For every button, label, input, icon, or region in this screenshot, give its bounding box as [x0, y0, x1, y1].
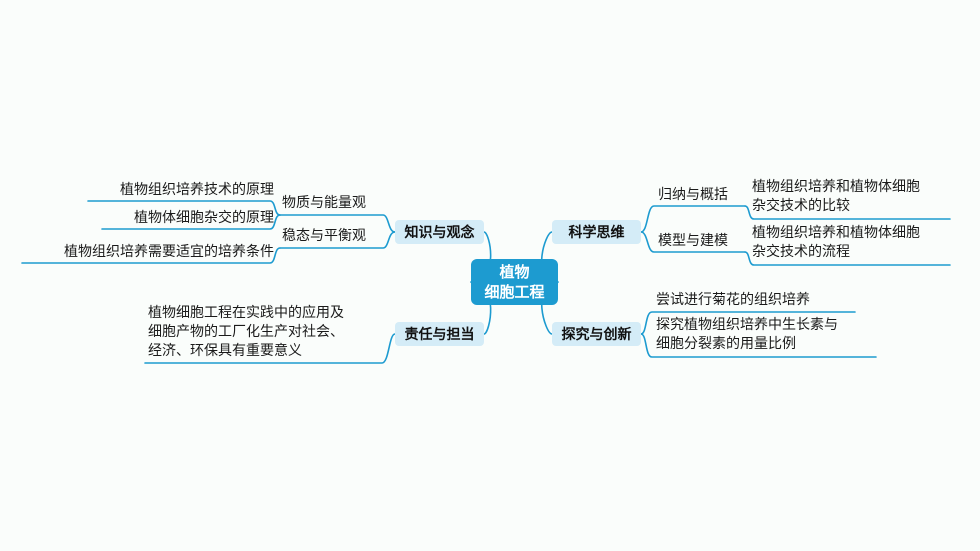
line-science-induction [640, 205, 746, 233]
category-science: 科学思维 [552, 220, 641, 244]
line-inquiry-item2 [640, 333, 877, 358]
center-node: 植物 细胞工程 [471, 259, 558, 305]
leaf-hybridization-principle: 植物体细胞杂交的原理 [134, 210, 274, 226]
category-knowledge: 知识与观念 [395, 220, 484, 244]
center-title-line1: 植物 [499, 263, 530, 281]
line-homeostasis-item1 [21, 247, 281, 264]
line-inquiry-item1 [640, 311, 856, 335]
responsibility-text-line3: 经济、环保具有重要意义 [148, 343, 302, 359]
modeling-text-line2: 杂交技术的流程 [752, 244, 850, 260]
line-material-item1 [87, 200, 281, 216]
category-inquiry: 探究与创新 [552, 322, 641, 346]
leaf-culture-conditions: 植物组织培养需要适宜的培养条件 [64, 244, 274, 260]
line-modeling-text [744, 251, 951, 266]
responsibility-text-line1: 植物细胞工程在实践中的应用及 [148, 305, 344, 321]
inquiry-item2-line2: 细胞分裂素的用量比例 [656, 336, 796, 352]
category-responsibility: 责任与担当 [395, 322, 484, 346]
line-induction-text [744, 205, 951, 220]
induction-text-line1: 植物组织培养和植物体细胞 [752, 179, 920, 195]
line-responsibility-text [144, 333, 396, 364]
line-knowledge-homeostasis [279, 231, 396, 249]
node-modeling: 模型与建模 [658, 233, 728, 249]
modeling-text-line1: 植物组织培养和植物体细胞 [752, 225, 920, 241]
line-material-item2 [101, 214, 281, 230]
node-induction: 归纳与概括 [658, 187, 728, 203]
inquiry-item-chrysanthemum: 尝试进行菊花的组织培养 [656, 292, 810, 308]
induction-text-line2: 杂交技术的比较 [752, 198, 850, 214]
line-science-modeling [640, 231, 746, 253]
responsibility-text-line2: 细胞产物的工厂化生产对社会、 [148, 324, 344, 340]
inquiry-item2-line1: 探究植物组织培养中生长素与 [656, 317, 838, 333]
leaf-tissue-culture-principle: 植物组织培养技术的原理 [120, 182, 274, 198]
node-material-energy: 物质与能量观 [282, 195, 366, 211]
node-homeostasis: 稳态与平衡观 [282, 228, 366, 244]
line-knowledge-material [279, 214, 396, 233]
center-title-line2: 细胞工程 [484, 283, 545, 301]
